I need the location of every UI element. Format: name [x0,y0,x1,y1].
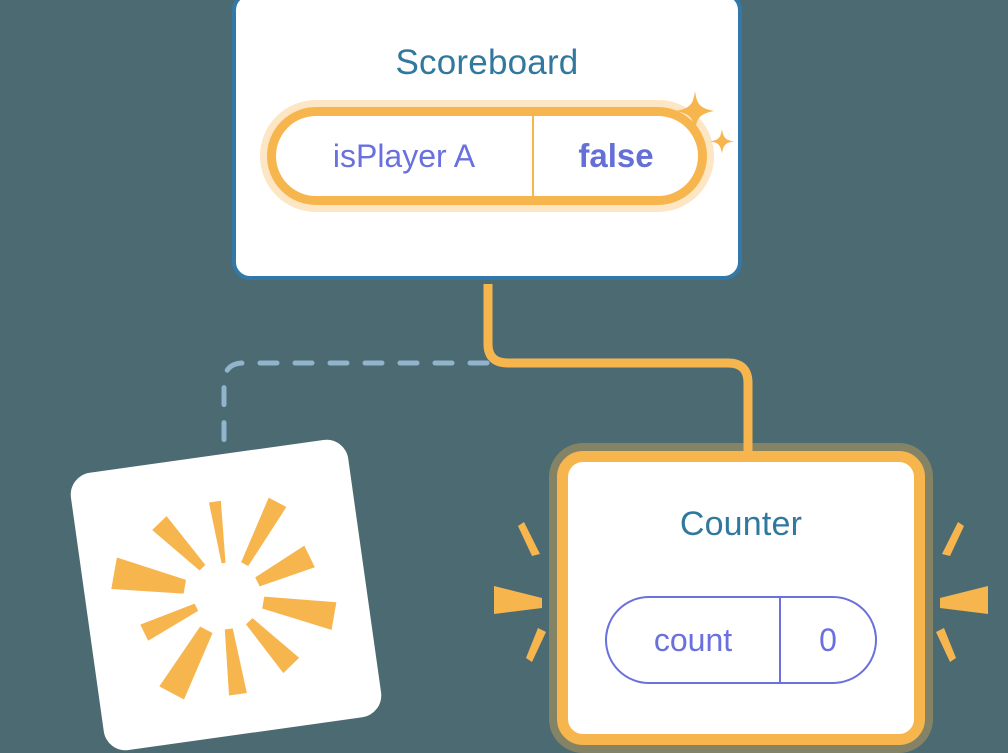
counter-title: Counter [679,505,803,543]
burst-rays-icon [111,497,337,700]
counter-state-pill[interactable]: count 0 [605,596,877,684]
connector-scoreboard-to-counter [483,284,753,462]
counter-state-key: count [607,598,781,682]
counter-state-value: 0 [819,621,837,658]
sparkle-icon [676,91,734,154]
counter-right-rays-icon [936,522,988,662]
scoreboard-state-value: false [578,137,654,174]
scoreboard-title: Scoreboard [395,43,579,82]
card-burst-blank[interactable] [67,436,385,753]
scoreboard-state-key: isPlayer A [276,116,534,196]
scoreboard-state-pill[interactable]: isPlayer A false [267,107,707,205]
card-counter[interactable]: Counter count 0 [557,451,925,745]
connector-scoreboard-to-burst-card [221,360,490,465]
counter-left-rays-icon [494,522,546,662]
card-scoreboard[interactable]: Scoreboard isPlayer A false [232,0,742,280]
scoreboard-state-pill-wrapper: isPlayer A false [267,91,734,205]
